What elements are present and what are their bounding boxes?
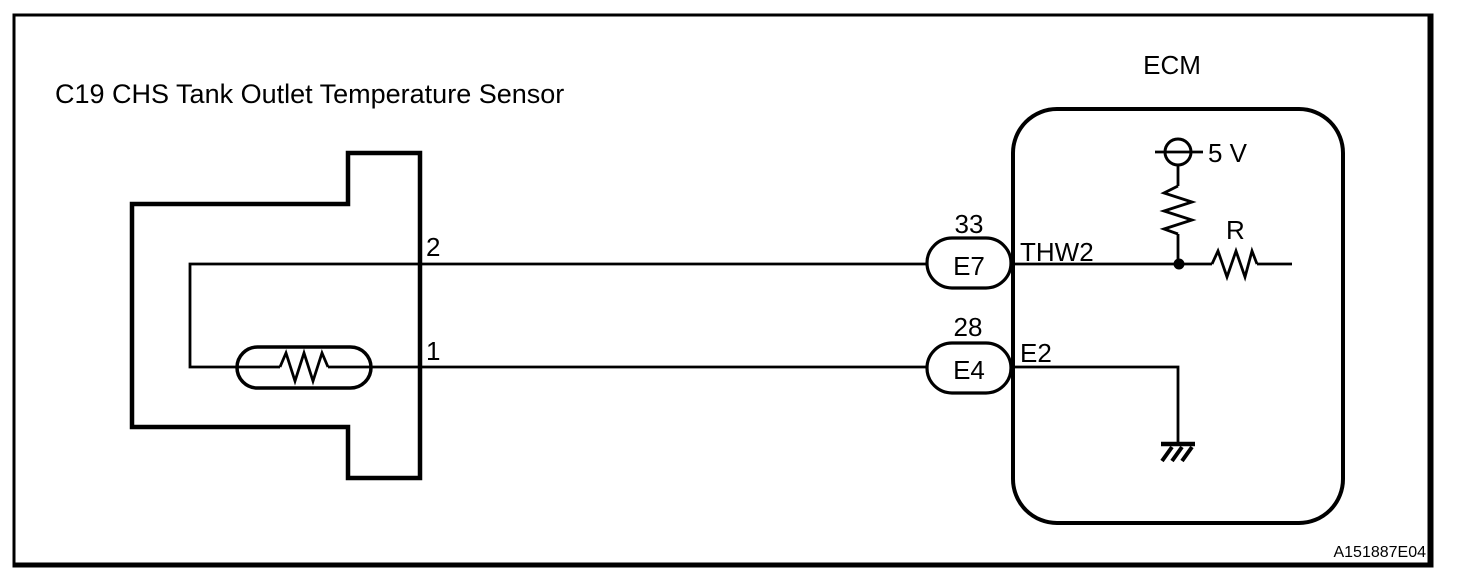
supply-voltage-label: 5 V [1208, 138, 1248, 168]
sensor-pin2-label: 2 [426, 232, 440, 262]
sensor-internal-wire [188, 262, 420, 369]
ecm-label: ECM [1143, 50, 1201, 80]
ground-icon [1160, 441, 1195, 463]
thermistor-body-icon [235, 345, 373, 390]
resistor-r-zigzag-icon [1210, 246, 1259, 282]
resistor-r-label: R [1226, 215, 1245, 245]
figure-code: A151887E04 [1333, 544, 1426, 561]
ecm-box [1011, 107, 1345, 525]
connector-e4-pin-number: 28 [954, 312, 983, 342]
pullup-resistor-zigzag-icon [1159, 184, 1197, 236]
connector-e4-code: E4 [953, 355, 985, 385]
terminal-thw2-label: THW2 [1020, 237, 1094, 267]
sensor-housing-outline [129, 150, 423, 481]
diagram-title: C19 CHS Tank Outlet Temperature Sensor [55, 79, 564, 109]
terminal-e2-label: E2 [1020, 338, 1052, 368]
sensor-pin1-label: 1 [426, 336, 440, 366]
connector-e7-pin-number: 33 [955, 209, 984, 239]
ecm-e2-wire [1011, 365, 1180, 444]
thermistor-zigzag-icon [278, 348, 330, 386]
connector-e7-code: E7 [953, 251, 985, 281]
